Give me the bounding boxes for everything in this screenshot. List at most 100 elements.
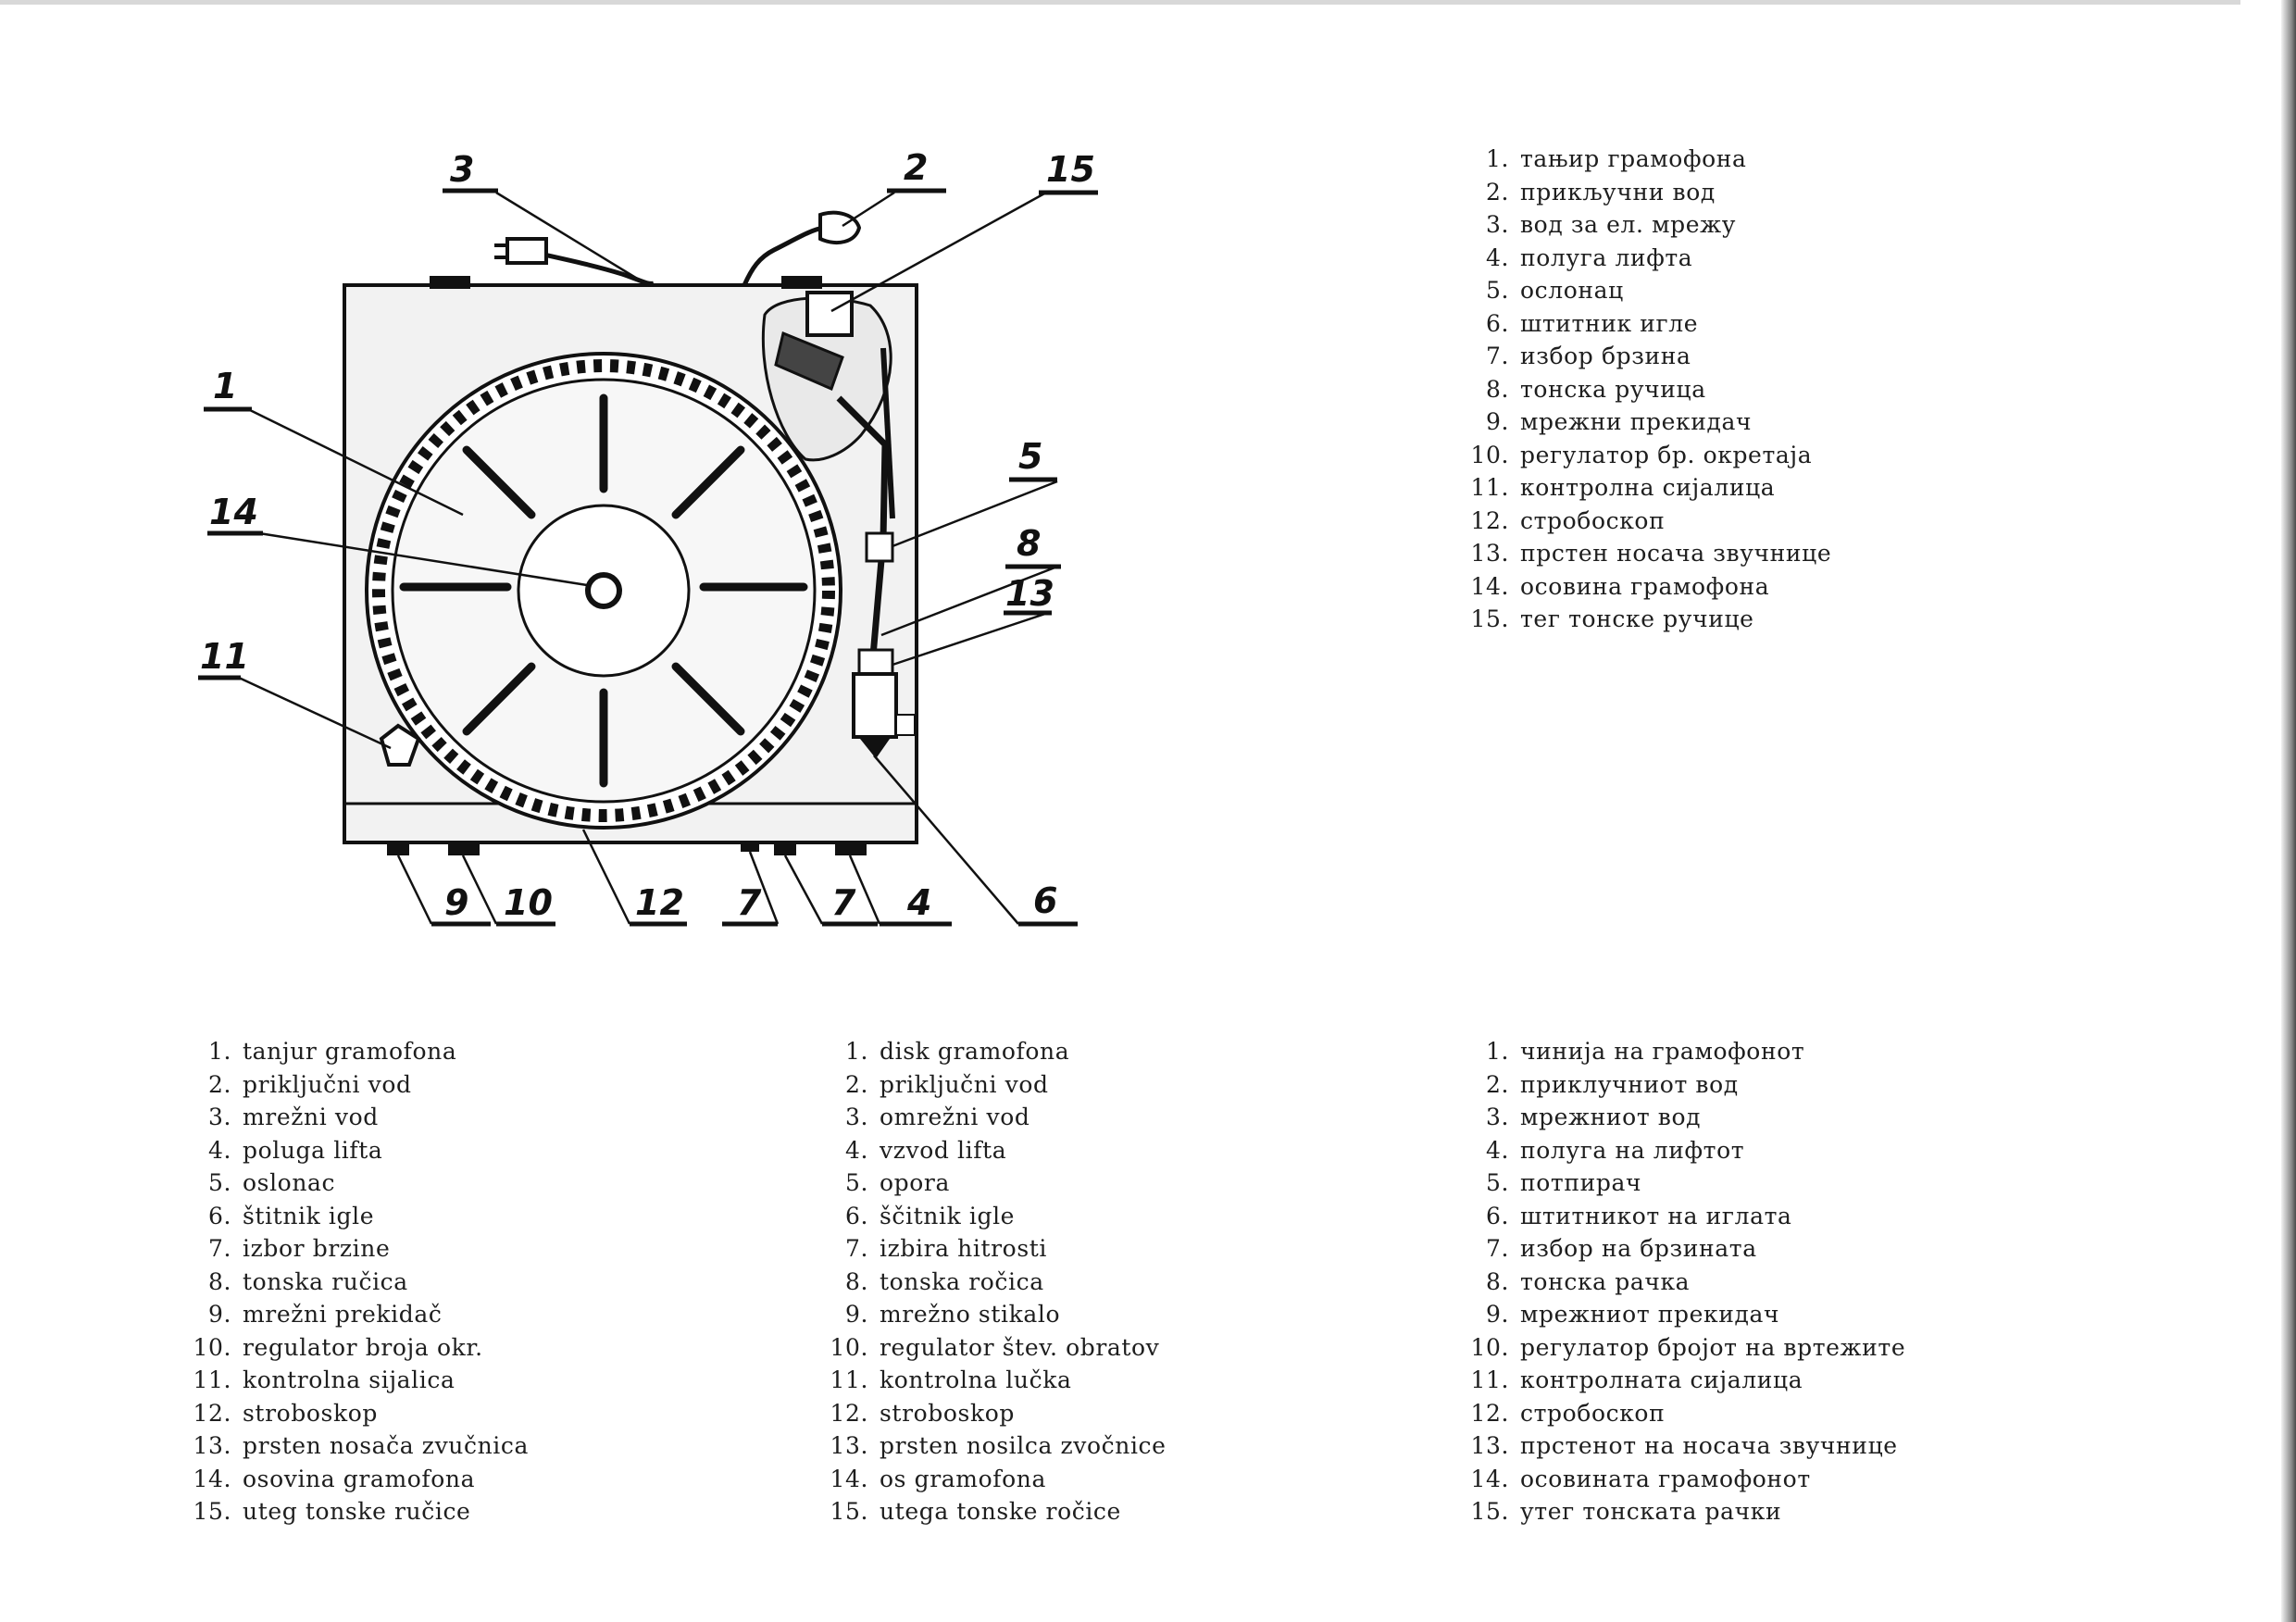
legend-item-label: prsten nosilca zvočnice	[880, 1432, 1167, 1459]
legend-item-number: 11.	[1470, 1366, 1509, 1393]
speed-selector-knob-2	[774, 842, 796, 855]
legend-item: 13.прстен носача звучнице	[1463, 537, 1831, 570]
legend-item-label: штитник игле	[1520, 309, 1699, 337]
legend-item-number: 13.	[1470, 540, 1509, 567]
legend-item: 7.избор на брзинатa	[1463, 1232, 1905, 1266]
legend-item-number: 14.	[830, 1465, 868, 1492]
leader-line-10	[461, 855, 498, 925]
legend-item-number: 2.	[207, 1070, 231, 1098]
legend-item-number: 13.	[1470, 1432, 1509, 1459]
lift-lever-knob	[835, 842, 867, 855]
legend-item-number: 15.	[1470, 1498, 1509, 1525]
leader-line-12	[581, 829, 631, 925]
legend-item-label: utega tonske ročice	[880, 1498, 1121, 1525]
legend-item-label: štitnik igle	[243, 1202, 375, 1229]
legend-item-number: 2.	[844, 1070, 868, 1098]
legend-item-label: ščitnik igle	[880, 1202, 1016, 1229]
legend-item-label: disk gramofona	[880, 1038, 1070, 1065]
legend-item: 3.вод за ел. мрежу	[1463, 208, 1831, 242]
callout-8: 8	[1017, 523, 1041, 564]
legend-item: 12.стробоскоп	[1463, 505, 1831, 538]
speed-selector-knob-1	[741, 841, 759, 852]
legend-item: 11.контролната сијалица	[1463, 1364, 1905, 1397]
legend-item-label: ослонац	[1520, 277, 1624, 304]
legend-item-number: 10.	[1470, 1333, 1509, 1361]
legend-item-number: 10.	[1470, 441, 1509, 468]
legend-item: 6.штитник игле	[1463, 307, 1831, 341]
legend-item-number: 3.	[1485, 211, 1509, 238]
legend-item-number: 11.	[1470, 474, 1509, 501]
legend-item-number: 14.	[193, 1465, 231, 1492]
legend-item: 9.mrežno stikalo	[822, 1298, 1167, 1331]
legend-item-number: 6.	[844, 1202, 868, 1229]
platter-spoke	[671, 662, 745, 736]
legend-item: 5.потпирач	[1463, 1167, 1905, 1200]
legend-item: 6. štitnik igle	[185, 1200, 529, 1233]
legend-item-label: regulator broja okr.	[243, 1333, 483, 1361]
leader-line-9	[396, 855, 433, 925]
legend-item-number: 14.	[1470, 1465, 1509, 1492]
legend-item: 6.штитникот на иглата	[1463, 1200, 1905, 1233]
leader-line-7a	[748, 851, 780, 925]
legend-item-number: 2.	[1485, 178, 1509, 206]
cabinet-back-hinge-left	[430, 276, 470, 289]
legend-item: 14.осовина грамофона	[1463, 570, 1831, 604]
callout-5: 5	[1018, 436, 1042, 477]
legend-item: 15.утег тонската рачки	[1463, 1495, 1905, 1528]
legend-item-number: 4.	[844, 1136, 868, 1164]
legend-item: 2.приклучниот вод	[1463, 1068, 1905, 1102]
legend-item-number: 12.	[193, 1399, 231, 1427]
legend-item: 11.kontrolna lučka	[822, 1364, 1167, 1397]
leader-line-1	[247, 407, 464, 517]
legend-item: 14.os gramofona	[822, 1463, 1167, 1496]
legend-item: 8.тонска ручица	[1463, 373, 1831, 406]
legend-item-label: мрежниот прекидач	[1520, 1301, 1780, 1328]
leader-line-6	[873, 755, 1019, 925]
legend-item: 12.стробоскоп	[1463, 1397, 1905, 1430]
legend-item-number: 5.	[844, 1169, 868, 1196]
legend-item: 7.izbira hitrosti	[822, 1232, 1167, 1266]
legend-item-label: регулатор бројот на вртежите	[1520, 1333, 1906, 1361]
legend-item-number: 11.	[193, 1366, 231, 1393]
legend-item-label: uteg tonske ručice	[243, 1498, 471, 1525]
control-lamp	[379, 723, 421, 767]
legend-item: 3.мрежниот вод	[1463, 1101, 1905, 1134]
legend-item: 14.осовината грамофонот	[1463, 1463, 1905, 1496]
legend-item: 1. чинија на грамофонот	[1463, 1035, 1905, 1068]
scan-right-edge	[2281, 0, 2296, 1622]
tonearm-tube	[836, 395, 889, 668]
callout-7a: 7	[737, 882, 762, 923]
legend-item-label: потпирач	[1520, 1169, 1642, 1196]
legend-item-label: priključni vod	[243, 1070, 412, 1098]
legend-item-label: чинија на грамофонот	[1520, 1038, 1805, 1065]
legend-item-number: 5.	[207, 1169, 231, 1196]
legend-item-number: 13.	[193, 1432, 231, 1459]
legend-item-number: 1.	[1485, 1038, 1509, 1065]
legend-item: 13.прстенот на носача звучнице	[1463, 1429, 1905, 1463]
legend-item-label: izbor brzine	[243, 1235, 391, 1262]
legend-item: 11.контролна сијалица	[1463, 471, 1831, 505]
legend-item-label: тонска ручица	[1520, 375, 1706, 403]
legend-item-number: 5.	[1485, 277, 1509, 304]
legend-item-label: tonska ročica	[880, 1267, 1044, 1295]
legend-item-label: oslonac	[243, 1169, 336, 1196]
legend-item: 5. ослонац	[1463, 274, 1831, 307]
platter-spoke	[462, 662, 536, 736]
legend-item-number: 8.	[1485, 1267, 1509, 1295]
legend-item-label: прикључни вод	[1520, 178, 1716, 206]
mains-cable	[522, 247, 655, 286]
legend-item-label: vzvod lifta	[880, 1136, 1007, 1164]
tonearm-counterweight	[805, 291, 854, 337]
legend-item: 10.regulator broja okr.	[185, 1331, 529, 1365]
leader-line-7b	[783, 855, 824, 925]
legend-item: 4.полуга лифта	[1463, 242, 1831, 275]
leader-line-8	[880, 565, 1058, 637]
legend-item: 13.prsten nosača zvučnica	[185, 1429, 529, 1463]
legend-item-number: 6.	[207, 1202, 231, 1229]
legend-item-number: 4.	[207, 1136, 231, 1164]
callout-7b: 7	[831, 882, 856, 923]
legend-item-number: 7.	[844, 1235, 868, 1262]
legend-item: 5.opora	[822, 1167, 1167, 1200]
legend-item-label: тег тонске ручице	[1520, 605, 1754, 632]
legend-item-number: 10.	[830, 1333, 868, 1361]
